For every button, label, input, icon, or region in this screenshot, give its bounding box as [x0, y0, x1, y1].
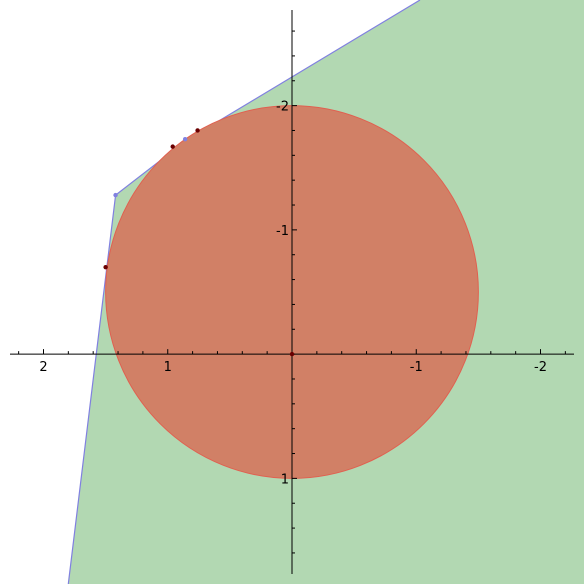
y-tick-label: -2: [276, 100, 289, 115]
region-boundary: [67, 0, 421, 584]
y-tick-label: -1: [276, 224, 289, 239]
data-point: [182, 136, 188, 142]
data-point: [103, 264, 108, 270]
data-point: [170, 144, 175, 149]
y-tick-label: 1: [281, 472, 289, 487]
x-tick-label: 2: [39, 360, 47, 375]
data-point: [195, 128, 200, 133]
data-point: [113, 192, 118, 198]
x-tick-label: -1: [410, 360, 423, 375]
x-tick-label: 1: [164, 360, 172, 375]
x-tick-label: -2: [534, 360, 547, 375]
data-point: [289, 351, 295, 357]
